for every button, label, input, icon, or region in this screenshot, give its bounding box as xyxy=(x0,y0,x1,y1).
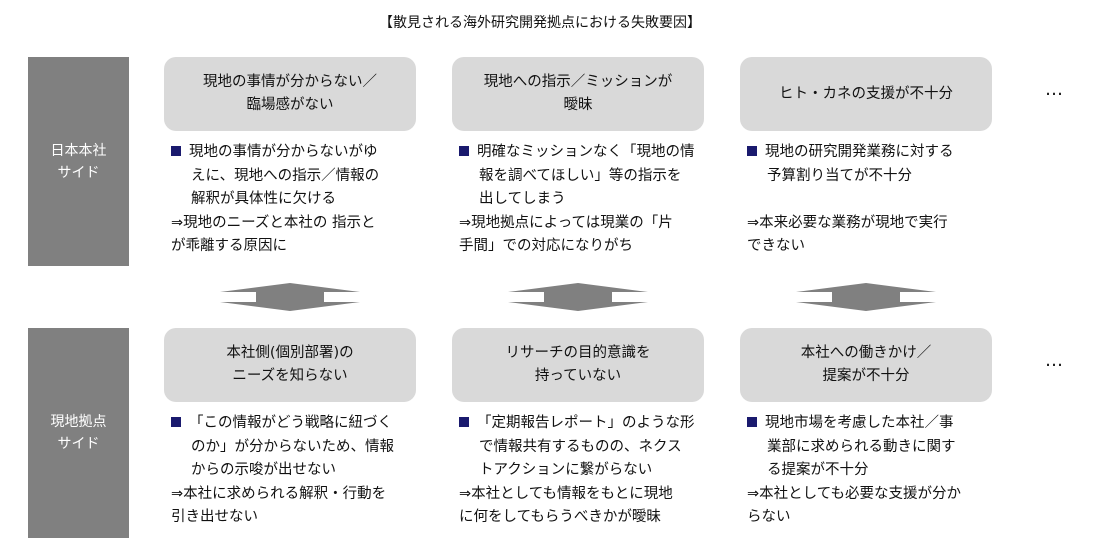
problem-heading: 本社への働きかけ／ 提案が不十分 xyxy=(740,328,992,402)
side-label-text: 日本本社サイド xyxy=(51,140,107,184)
arrow-shape xyxy=(220,283,360,311)
detail-bullet-line: 「定期報告レポート」のような形 xyxy=(477,415,695,431)
arrow-shape xyxy=(508,283,648,311)
detail-result: ⇒現地拠点によっては現業の「片手間」での対応になりがち xyxy=(459,212,721,259)
detail-bullet-line: 解釈が具体性に欠ける xyxy=(191,191,336,208)
detail-result: ⇒本社としても情報をもとに現地に何をしてもらうべきかが曖昧 xyxy=(459,483,721,530)
detail-result-line: ⇒現地拠点によっては現業の「片 xyxy=(459,214,673,231)
bidirectional-arrow-icon xyxy=(508,283,648,311)
problem-heading-line: ヒト・カネの支援が不十分 xyxy=(779,85,953,102)
problem-heading-line: 本社への働きかけ／ xyxy=(800,345,932,361)
detail-bullet-line: 現地の研究開発業務に対する xyxy=(765,144,954,160)
detail-result-line: ⇒本社としても情報をもとに現地 xyxy=(459,485,673,502)
problem-detail: 現地市場を考慮した本社／事業部に求められる動きに関する提案が不十分⇒本社としても… xyxy=(747,412,1009,530)
problem-heading-line: 臨場感がない xyxy=(246,97,334,113)
problem-heading-text: 現地の事情が分からない／ 臨場感がない xyxy=(203,71,377,117)
side-label-local: 現地拠点サイド xyxy=(28,328,129,538)
problem-heading-text: 本社側(個別部署)のニーズを知らない xyxy=(226,342,353,388)
problem-heading-line: ニーズを知らない xyxy=(232,368,348,384)
problem-detail: 「定期報告レポート」のような形で情報共有するものの、ネクストアクションに繋がらな… xyxy=(459,412,721,530)
arrow-shape xyxy=(796,283,936,311)
problem-detail: 現地の研究開発業務に対する予算割り当てが不十分 ⇒本来必要な業務が現地で実行できな… xyxy=(747,141,1009,259)
detail-bullet-line: えに、現地への指示／情報の xyxy=(191,167,380,184)
bullet-square-icon xyxy=(747,417,757,427)
bidirectional-arrow-icon xyxy=(220,283,360,311)
problem-heading: 現地の事情が分からない／ 臨場感がない xyxy=(164,57,416,131)
detail-result-line: が乖離する原因に xyxy=(171,238,287,255)
detail-bullet-line: からの示唆が出せない xyxy=(191,462,336,479)
detail-bullet-line: 予算割り当てが不十分 xyxy=(767,167,912,184)
detail-bullet-line: 業部に求められる動きに関す xyxy=(767,438,956,455)
detail-bullet-line: 出してしまう xyxy=(479,191,566,208)
detail-bullet-line: 「この情報がどう戦略に紐づく xyxy=(189,415,392,431)
detail-result-line: できない xyxy=(747,238,805,255)
problem-heading-text: リサーチの目的意識を持っていない xyxy=(506,342,651,388)
problem-heading: 現地への指示／ミッションが曖昧 xyxy=(452,57,704,131)
detail-bullet-line: る提案が不十分 xyxy=(767,462,869,479)
detail-bullet: 現地市場を考慮した本社／事業部に求められる動きに関する提案が不十分 xyxy=(747,412,1009,483)
bidirectional-arrow-icon xyxy=(796,283,936,311)
bullet-square-icon xyxy=(171,417,181,427)
spacer xyxy=(747,188,1009,212)
detail-bullet: 現地の研究開発業務に対する予算割り当てが不十分 xyxy=(747,141,1009,188)
bullet-square-icon xyxy=(459,417,469,427)
bullet-square-icon xyxy=(747,146,757,156)
detail-bullet-line: 明確なミッションなく「現地の情 xyxy=(477,144,695,160)
problem-heading-text: 現地への指示／ミッションが曖昧 xyxy=(484,71,673,117)
side-label-line: 現地拠点 xyxy=(50,414,107,430)
problem-heading: 本社側(個別部署)のニーズを知らない xyxy=(164,328,416,402)
problem-heading: リサーチの目的意識を持っていない xyxy=(452,328,704,402)
detail-result-line: 手間」での対応になりがち xyxy=(459,238,633,255)
side-label-hq: 日本本社サイド xyxy=(28,57,129,266)
problem-heading-line: 本社側(個別部署)の xyxy=(226,345,354,361)
problem-detail: 現地の事情が分からないがゆえに、現地への指示／情報の解釈が具体性に欠ける⇒現地の… xyxy=(171,141,433,259)
problem-detail: 明確なミッションなく「現地の情報を調べてほしい」等の指示を出してしまう⇒現地拠点… xyxy=(459,141,721,259)
detail-result-line: らない xyxy=(747,509,791,526)
problem-heading-line: 持っていない xyxy=(534,368,622,384)
detail-bullet-line: 現地の事情が分からないがゆ xyxy=(189,144,378,160)
detail-result-line: ⇒本来必要な業務が現地で実行 xyxy=(747,214,948,231)
detail-result-line: に何をしてもらうべきかが曖昧 xyxy=(459,509,661,526)
diagram-title: 【散見される海外研究開発拠点における失敗要因】 xyxy=(379,15,701,31)
detail-bullet: 「定期報告レポート」のような形で情報共有するものの、ネクストアクションに繋がらな… xyxy=(459,412,721,483)
detail-result: ⇒現地のニーズと本社の 指示とが乖離する原因に xyxy=(171,212,433,259)
detail-result: ⇒本社に求められる解釈・行動を引き出せない xyxy=(171,483,433,530)
problem-heading-text: ヒト・カネの支援が不十分 xyxy=(779,83,953,106)
problem-detail: 「この情報がどう戦略に紐づくのか」が分からないため、情報からの示唆が出せない⇒本… xyxy=(171,412,433,530)
detail-bullet: 明確なミッションなく「現地の情報を調べてほしい」等の指示を出してしまう xyxy=(459,141,721,212)
problem-heading-line: 現地の事情が分からない／ xyxy=(203,74,377,90)
problem-heading-line: リサーチの目的意識を xyxy=(505,345,651,361)
bullet-square-icon xyxy=(171,146,181,156)
detail-bullet: 「この情報がどう戦略に紐づくのか」が分からないため、情報からの示唆が出せない xyxy=(171,412,433,483)
problem-heading-text: 本社への働きかけ／ 提案が不十分 xyxy=(801,342,932,388)
detail-result: ⇒本社としても必要な支援が分からない xyxy=(747,483,1009,530)
problem-heading-line: 提案が不十分 xyxy=(822,368,910,384)
detail-bullet-line: 報を調べてほしい」等の指示を xyxy=(479,167,682,184)
detail-result: ⇒本来必要な業務が現地で実行できない xyxy=(747,212,1009,259)
problem-heading-line: 曖昧 xyxy=(563,97,593,113)
side-label-line: サイド xyxy=(57,164,100,181)
detail-bullet-line: のか」が分からないため、情報 xyxy=(191,438,394,455)
detail-result-line: ⇒本社としても必要な支援が分か xyxy=(747,485,961,502)
side-label-line: サイド xyxy=(57,436,100,452)
detail-result-line: 引き出せない xyxy=(171,509,258,526)
side-label-line: 日本本社 xyxy=(50,142,107,159)
detail-bullet: 現地の事情が分からないがゆえに、現地への指示／情報の解釈が具体性に欠ける xyxy=(171,141,433,212)
side-label-text: 現地拠点サイド xyxy=(51,411,107,455)
detail-result-line: ⇒本社に求められる解釈・行動を xyxy=(171,485,387,502)
detail-bullet-line: トアクションに繋がらない xyxy=(479,462,653,479)
detail-result-line: ⇒現地のニーズと本社の 指示と xyxy=(171,214,376,231)
problem-heading: ヒト・カネの支援が不十分 xyxy=(740,57,992,131)
detail-bullet-line: 現地市場を考慮した本社／事 xyxy=(765,415,954,431)
problem-heading-line: 現地への指示／ミッションが xyxy=(483,74,673,90)
bullet-square-icon xyxy=(459,146,469,156)
detail-bullet-line: で情報共有するものの、ネクス xyxy=(479,438,682,455)
ellipsis: … xyxy=(1045,79,1064,100)
ellipsis: … xyxy=(1045,350,1064,371)
